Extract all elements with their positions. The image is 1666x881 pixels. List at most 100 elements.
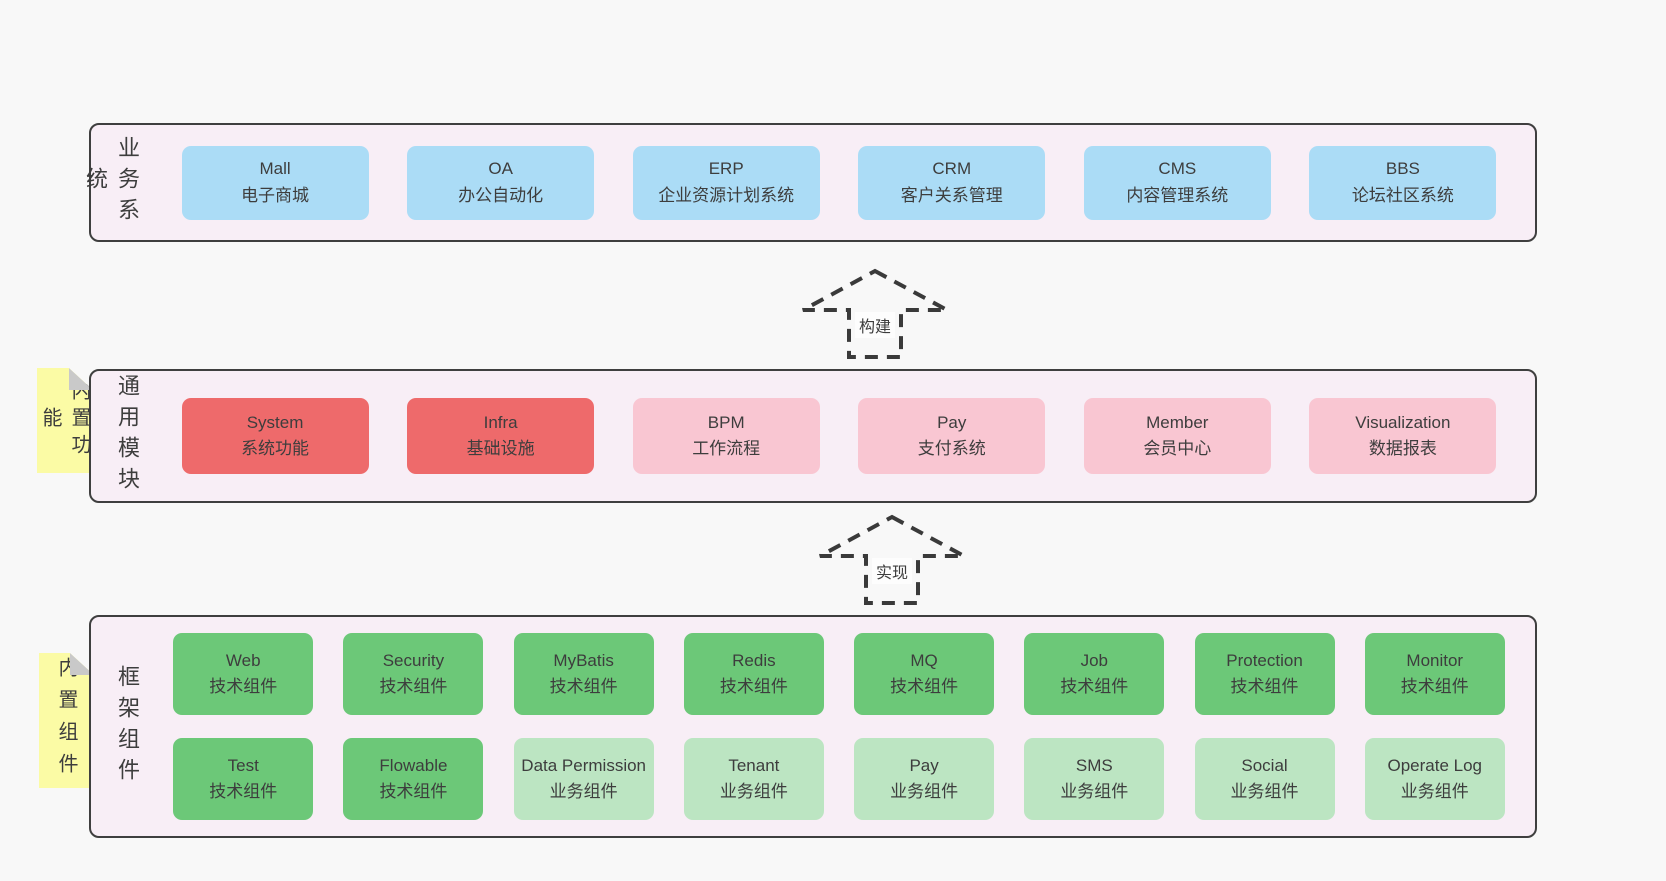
box-protection: Protection 技术组件 <box>1194 633 1335 715</box>
business-systems-panel: 业务系统 Mall 电子商城 OA 办公自动化 ERP 企业资源计划系统 CRM… <box>83 123 1537 242</box>
module-panel-label: 通用模块 <box>115 374 140 498</box>
box-title: Operate Log <box>1387 755 1482 775</box>
box-title: BPM <box>707 412 745 432</box>
box-title: CMS <box>1158 159 1197 179</box>
box-title: Mall <box>259 159 291 179</box>
box-subtitle: 会员中心 <box>1143 439 1212 458</box>
box-subtitle: 技术组件 <box>549 677 618 696</box>
box-subtitle: 技术组件 <box>379 782 448 801</box>
box-subtitle: 客户关系管理 <box>900 185 1003 205</box>
box-title: Web <box>225 650 261 670</box>
box-system: System 系统功能 <box>181 398 369 474</box>
sticky-built-in-components: 内置组件 <box>39 653 94 788</box>
box-subtitle: 业务组件 <box>890 782 959 801</box>
box-title: Job <box>1080 650 1109 670</box>
box-subtitle: 业务组件 <box>1230 782 1299 801</box>
box-subtitle: 技术组件 <box>1400 677 1469 696</box>
component-row-2: Test 技术组件 Flowable 技术组件 Data Permission … <box>143 738 1535 820</box>
box-title: Test <box>227 755 259 775</box>
box-pay-biz: Pay 业务组件 <box>854 738 995 820</box>
box-subtitle: 技术组件 <box>1060 677 1129 696</box>
box-web: Web 技术组件 <box>173 633 314 715</box>
box-title: Redis <box>732 650 776 670</box>
box-title: Protection <box>1226 650 1303 670</box>
box-cms: CMS 内容管理系统 <box>1083 145 1271 220</box>
box-subtitle: 技术组件 <box>1230 677 1299 696</box>
box-title: Monitor <box>1406 650 1464 670</box>
box-title: Tenant <box>728 755 780 775</box>
box-operate-log: Operate Log 业务组件 <box>1364 738 1505 820</box>
box-flowable: Flowable 技术组件 <box>343 738 484 820</box>
box-subtitle: 论坛社区系统 <box>1351 185 1454 205</box>
box-visualization: Visualization 数据报表 <box>1309 398 1497 474</box>
box-subtitle: 业务组件 <box>549 782 618 801</box>
box-oa: OA 办公自动化 <box>407 145 595 220</box>
box-title: Social <box>1241 755 1288 775</box>
box-subtitle: 电子商城 <box>241 185 310 205</box>
box-test: Test 技术组件 <box>173 738 314 820</box>
business-panel-label: 业务系统 <box>83 136 140 229</box>
box-social: Social 业务组件 <box>1194 738 1335 820</box>
box-redis: Redis 技术组件 <box>683 633 824 715</box>
box-title: MQ <box>910 650 938 670</box>
box-crm: CRM 客户关系管理 <box>858 145 1046 220</box>
implement-arrow: 实现 <box>817 514 967 606</box>
box-monitor: Monitor 技术组件 <box>1364 633 1505 715</box>
implement-arrow-label: 实现 <box>871 558 913 584</box>
box-title: ERP <box>708 159 744 179</box>
box-title: Security <box>382 650 445 670</box>
box-title: Pay <box>937 412 967 432</box>
business-boxes-row: Mall 电子商城 OA 办公自动化 ERP 企业资源计划系统 CRM 客户关系… <box>143 125 1535 240</box>
box-subtitle: 技术组件 <box>890 677 959 696</box>
box-title: MyBatis <box>553 650 614 670</box>
box-title: System <box>246 412 304 432</box>
box-title: Data Permission <box>521 755 647 775</box>
box-subtitle: 内容管理系统 <box>1126 185 1229 205</box>
box-subtitle: 支付系统 <box>917 439 986 458</box>
box-subtitle: 工作流程 <box>692 439 761 458</box>
box-mall: Mall 电子商城 <box>181 145 369 220</box>
box-title: Pay <box>909 755 939 775</box>
box-bbs: BBS 论坛社区系统 <box>1309 145 1497 220</box>
box-subtitle: 业务组件 <box>1060 782 1129 801</box>
module-boxes-row: System 系统功能 Infra 基础设施 BPM 工作流程 Pay 支付系统… <box>143 371 1535 501</box>
box-subtitle: 基础设施 <box>466 439 535 458</box>
box-infra: Infra 基础设施 <box>407 398 595 474</box>
box-title: Member <box>1146 412 1209 432</box>
box-title: Flowable <box>379 755 448 775</box>
framework-components-panel: 框架组件 Web 技术组件 Security 技术组件 MyBatis 技术组件… <box>89 615 1537 838</box>
box-bpm: BPM 工作流程 <box>632 398 820 474</box>
box-sms: SMS 业务组件 <box>1024 738 1165 820</box>
box-subtitle: 系统功能 <box>241 439 310 458</box>
box-title: Infra <box>483 412 518 432</box>
box-title: CRM <box>932 159 972 179</box>
box-title: SMS <box>1075 755 1113 775</box>
box-job: Job 技术组件 <box>1024 633 1165 715</box>
build-arrow: 构建 <box>800 268 950 360</box>
sticky-label: 内置组件 <box>55 656 77 785</box>
box-subtitle: 技术组件 <box>209 782 278 801</box>
box-subtitle: 技术组件 <box>379 677 448 696</box>
box-subtitle: 技术组件 <box>209 677 278 696</box>
dashed-up-arrow-icon <box>802 268 948 359</box>
box-mybatis: MyBatis 技术组件 <box>513 633 654 715</box>
box-subtitle: 技术组件 <box>719 677 788 696</box>
box-subtitle: 办公自动化 <box>458 185 544 205</box>
box-subtitle: 业务组件 <box>1400 782 1469 801</box>
component-panel-label: 框架组件 <box>115 664 140 789</box>
box-title: OA <box>488 159 513 179</box>
sticky-label: 内置功能 <box>39 380 90 461</box>
box-erp: ERP 企业资源计划系统 <box>632 145 820 220</box>
box-mq: MQ 技术组件 <box>854 633 995 715</box>
component-row-1: Web 技术组件 Security 技术组件 MyBatis 技术组件 Redi… <box>143 633 1535 715</box>
dashed-up-arrow-icon <box>819 514 965 605</box>
component-rows: Web 技术组件 Security 技术组件 MyBatis 技术组件 Redi… <box>143 617 1535 836</box>
common-modules-panel: 通用模块 System 系统功能 Infra 基础设施 BPM 工作流程 Pay… <box>89 369 1537 503</box>
box-member: Member 会员中心 <box>1083 398 1271 474</box>
sticky-built-in-features: 内置功能 <box>37 368 93 473</box>
build-arrow-label: 构建 <box>854 312 896 338</box>
box-pay: Pay 支付系统 <box>858 398 1046 474</box>
box-title: BBS <box>1385 159 1420 179</box>
box-subtitle: 业务组件 <box>719 782 788 801</box>
